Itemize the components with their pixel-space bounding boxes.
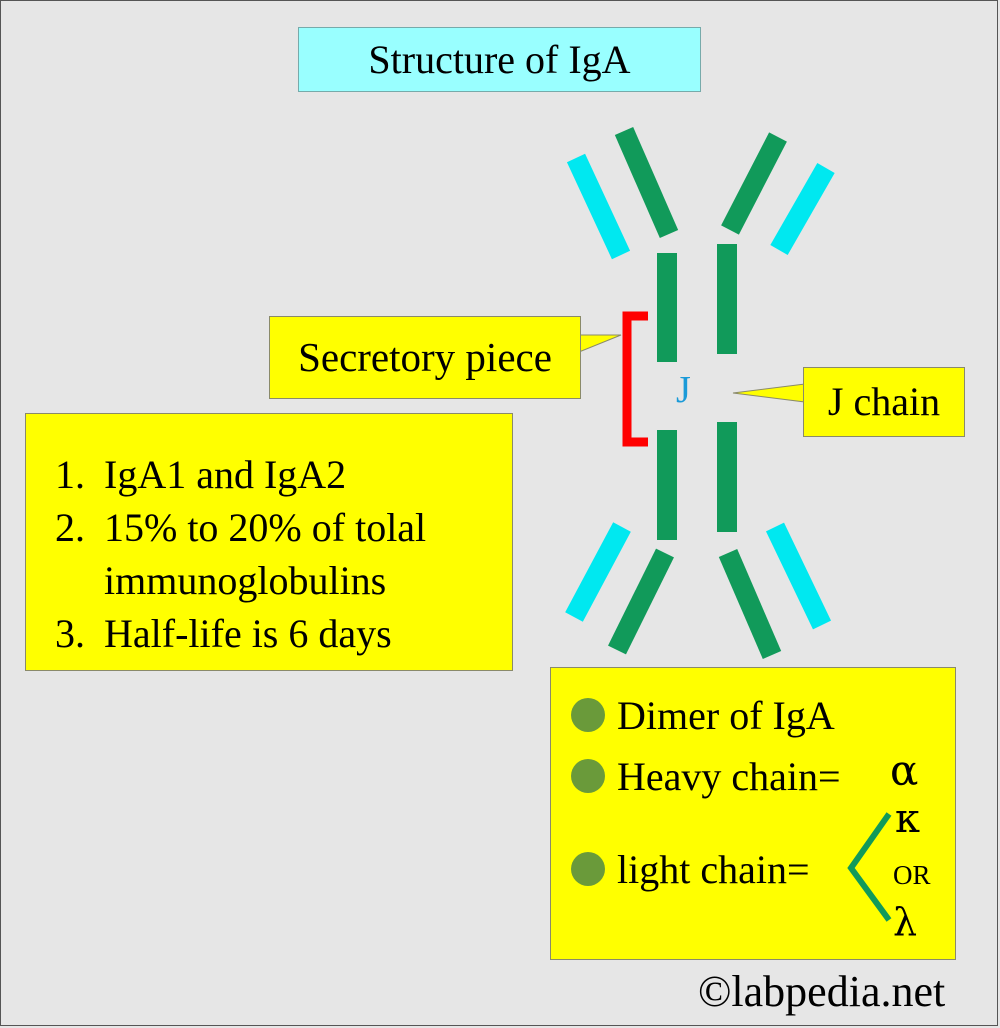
upper-left-light-chain xyxy=(566,153,631,260)
secretory-piece-label: Secretory piece xyxy=(298,334,552,380)
light-chain-fork-icon xyxy=(847,812,892,922)
fact-number: 3. xyxy=(55,611,85,656)
facts-box: 1. IgA1 and IgA2 2. 15% to 20% of tolal … xyxy=(25,413,513,671)
title-box: Structure of IgA xyxy=(298,27,701,92)
secretory-piece-bracket xyxy=(622,311,648,447)
j-chain-callout: J chain xyxy=(803,367,965,437)
diagram-title: Structure of IgA xyxy=(368,37,631,82)
upper-left-heavy-arm xyxy=(614,126,679,239)
j-chain-callout-pointer xyxy=(732,383,806,403)
fact-text: IgA1 and IgA2 xyxy=(104,452,347,497)
secretory-piece-callout: Secretory piece xyxy=(269,316,581,399)
info-box: Dimer of IgA Heavy chain= α light chain=… xyxy=(550,667,956,960)
j-chain-label: J chain xyxy=(827,379,941,424)
bullet-icon xyxy=(571,759,605,793)
kappa-symbol: κ xyxy=(895,796,920,842)
fact-number: 2. xyxy=(55,505,85,550)
fact-item: 1. IgA1 and IgA2 xyxy=(55,448,524,501)
upper-right-light-chain xyxy=(770,163,835,255)
lower-right-heavy-arm xyxy=(718,549,782,659)
lower-left-heavy-arm xyxy=(608,548,674,655)
fact-text: Half-life is 6 days xyxy=(104,611,392,656)
lower-left-light-chain xyxy=(565,522,631,622)
info-row-heavy: Heavy chain= xyxy=(571,751,841,801)
or-text: OR xyxy=(893,860,931,890)
lambda-symbol: λ xyxy=(893,900,918,944)
light-chain-text: light chain= xyxy=(617,846,810,892)
copyright-text: ©labpedia.net xyxy=(698,967,946,1016)
facts-list: 1. IgA1 and IgA2 2. 15% to 20% of tolal … xyxy=(55,448,524,660)
lower-right-light-chain xyxy=(765,522,832,630)
bullet-icon xyxy=(571,698,605,732)
bullet-icon xyxy=(571,852,605,886)
info-row-light: light chain= xyxy=(571,844,810,894)
info-row-dimer: Dimer of IgA xyxy=(571,690,835,740)
fact-item: 3. Half-life is 6 days xyxy=(55,607,524,660)
alpha-symbol: α xyxy=(890,746,919,795)
heavy-chain-text: Heavy chain= xyxy=(617,753,841,799)
upper-right-heavy-arm xyxy=(721,132,787,235)
j-chain-symbol: J xyxy=(676,369,691,411)
fact-text: 15% to 20% of tolal immunoglobulins xyxy=(104,505,427,603)
fact-item: 2. 15% to 20% of tolal immunoglobulins xyxy=(55,501,524,607)
secretory-callout-pointer xyxy=(578,334,622,353)
fact-number: 1. xyxy=(55,452,85,497)
dimer-text: Dimer of IgA xyxy=(617,692,835,738)
